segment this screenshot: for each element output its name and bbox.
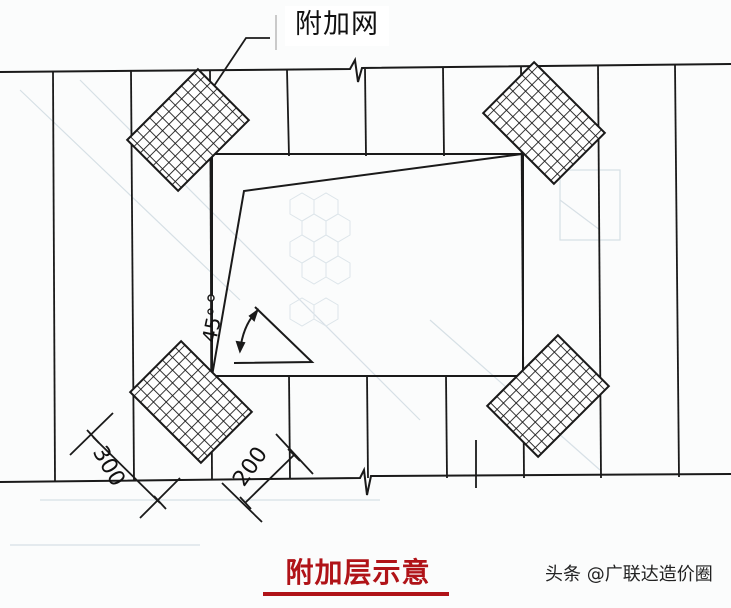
caption-underline	[263, 592, 449, 596]
source-watermark: 头条 @广联达造价圈	[545, 564, 713, 585]
mesh-patch-top-left	[125, 67, 251, 193]
dimension-line-200	[221, 433, 314, 523]
mesh-patch-bottom-right	[485, 333, 611, 459]
mesh-patch-bottom-left	[128, 339, 254, 465]
figure-caption: 附加层示意	[285, 556, 431, 589]
wall-boundary-lines	[0, 56, 731, 496]
dimension-line-300	[69, 412, 181, 519]
mesh-patch-top-right	[481, 60, 607, 186]
angle-triangle-symbol	[233, 306, 315, 364]
faint-hexagon-pattern	[289, 192, 351, 327]
callout-label-additional-mesh: 附加网	[285, 6, 389, 46]
reinforcement-leader	[211, 153, 523, 377]
wall-opening	[211, 153, 524, 377]
